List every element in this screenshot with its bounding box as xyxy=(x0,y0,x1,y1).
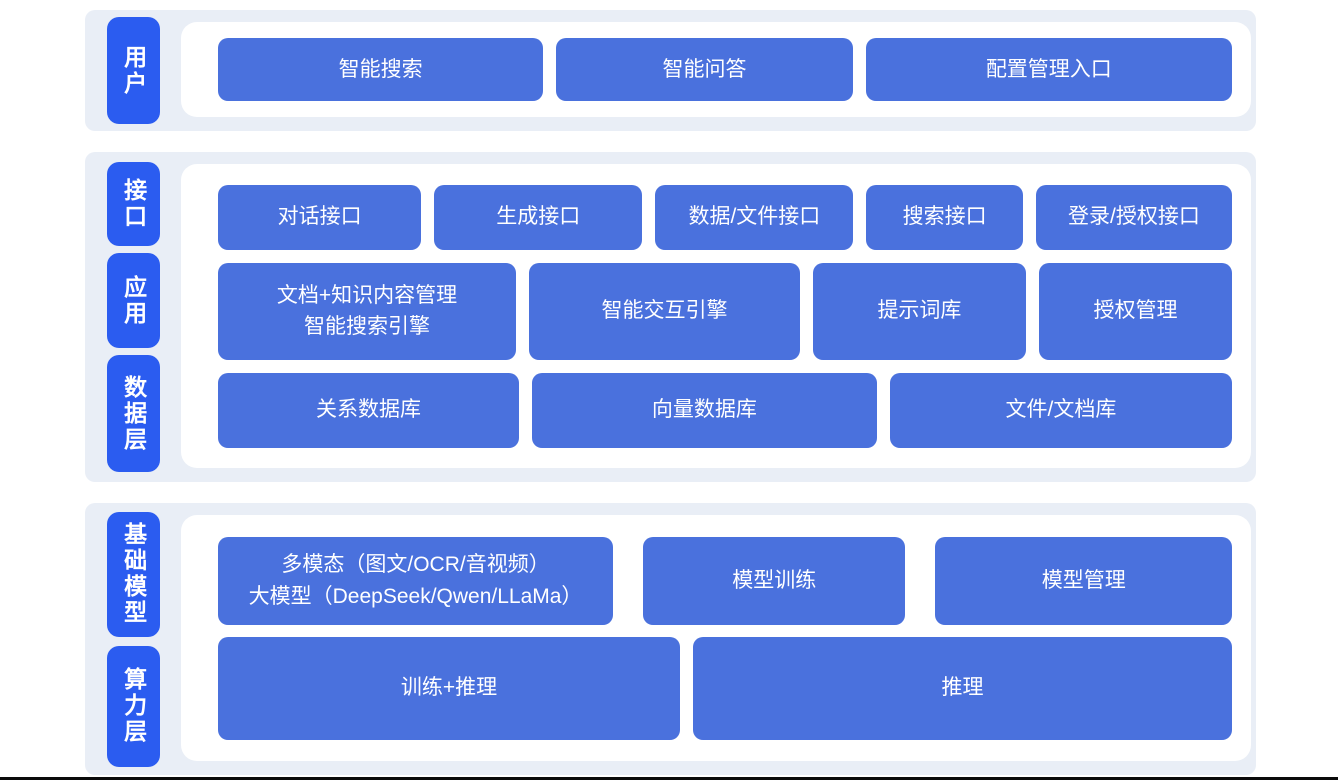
box-dialog-api: 对话接口 xyxy=(218,184,422,250)
panel-middle: 对话接口 生成接口 数据/文件接口 搜索接口 登录/授权接口 文档+知识内容管理… xyxy=(181,164,1251,468)
box-prompt-library: 提示词库 xyxy=(812,262,1027,360)
box-smart-qa: 智能问答 xyxy=(556,38,853,101)
box-relational-db: 关系数据库 xyxy=(218,372,519,448)
pill-application-layer-label: 应用 xyxy=(120,274,147,327)
pill-rail-user: 用户 xyxy=(85,10,181,131)
box-multimodal-llm: 多模态（图文/OCR/音视频） 大模型（DeepSeek/Qwen/LLaMa） xyxy=(218,536,614,625)
pill-interface-layer: 接口 xyxy=(106,162,160,246)
box-model-management: 模型管理 xyxy=(935,536,1232,625)
box-training-inference: 训练+推理 xyxy=(218,636,680,740)
box-generation-api: 生成接口 xyxy=(434,184,643,250)
row-compute: 训练+推理 推理 xyxy=(218,636,1232,740)
layer-band-model-compute: 基础模型 算力层 多模态（图文/OCR/音视频） 大模型（DeepSeek/Qw… xyxy=(85,503,1256,775)
pill-application-layer: 应用 xyxy=(106,253,160,348)
box-smart-interaction-engine: 智能交互引擎 xyxy=(529,262,800,360)
box-auth-management: 授权管理 xyxy=(1039,262,1233,360)
row-user-entries: 智能搜索 智能问答 配置管理入口 xyxy=(218,38,1232,101)
pill-foundation-model-layer-label: 基础模型 xyxy=(120,522,147,626)
layer-band-interface-app-data: 接口 应用 数据层 对话接口 生成接口 数据/文件接口 搜索接口 登录/授权接口… xyxy=(85,152,1256,482)
box-inference: 推理 xyxy=(693,636,1232,740)
layer-band-user: 用户 智能搜索 智能问答 配置管理入口 xyxy=(85,10,1256,131)
panel-bottom: 多模态（图文/OCR/音视频） 大模型（DeepSeek/Qwen/LLaMa）… xyxy=(181,515,1251,761)
bottom-edge-divider xyxy=(0,777,1338,780)
architecture-diagram: 用户 智能搜索 智能问答 配置管理入口 接口 应用 数据层 对话接口 xyxy=(85,0,1256,775)
pill-rail-bottom: 基础模型 算力层 xyxy=(85,503,181,775)
box-data-file-api: 数据/文件接口 xyxy=(655,184,854,250)
pill-compute-layer: 算力层 xyxy=(106,645,160,767)
box-smart-search: 智能搜索 xyxy=(218,38,544,101)
box-config-management-entry: 配置管理入口 xyxy=(865,38,1232,101)
pill-data-layer: 数据层 xyxy=(106,355,160,472)
pill-rail-middle: 接口 应用 数据层 xyxy=(85,152,181,482)
row-data-stores: 关系数据库 向量数据库 文件/文档库 xyxy=(218,372,1232,448)
pill-foundation-model-layer: 基础模型 xyxy=(106,511,160,637)
pill-user-layer: 用户 xyxy=(106,17,160,124)
row-foundation-models: 多模态（图文/OCR/音视频） 大模型（DeepSeek/Qwen/LLaMa）… xyxy=(218,536,1232,625)
pill-data-layer-label: 数据层 xyxy=(120,374,147,453)
row-interfaces: 对话接口 生成接口 数据/文件接口 搜索接口 登录/授权接口 xyxy=(218,184,1232,250)
pill-user-layer-label: 用户 xyxy=(120,44,147,97)
row-applications: 文档+知识内容管理 智能搜索引擎 智能交互引擎 提示词库 授权管理 xyxy=(218,262,1233,360)
box-vector-db: 向量数据库 xyxy=(531,372,877,448)
box-login-auth-api: 登录/授权接口 xyxy=(1035,184,1232,250)
pill-interface-layer-label: 接口 xyxy=(120,178,147,230)
box-model-training: 模型训练 xyxy=(643,536,906,625)
box-doc-knowledge-search-engine: 文档+知识内容管理 智能搜索引擎 xyxy=(218,262,517,360)
panel-user: 智能搜索 智能问答 配置管理入口 xyxy=(181,22,1251,117)
pill-compute-layer-label: 算力层 xyxy=(120,667,147,745)
box-search-api: 搜索接口 xyxy=(866,184,1023,250)
box-file-doc-store: 文件/文档库 xyxy=(889,372,1232,448)
